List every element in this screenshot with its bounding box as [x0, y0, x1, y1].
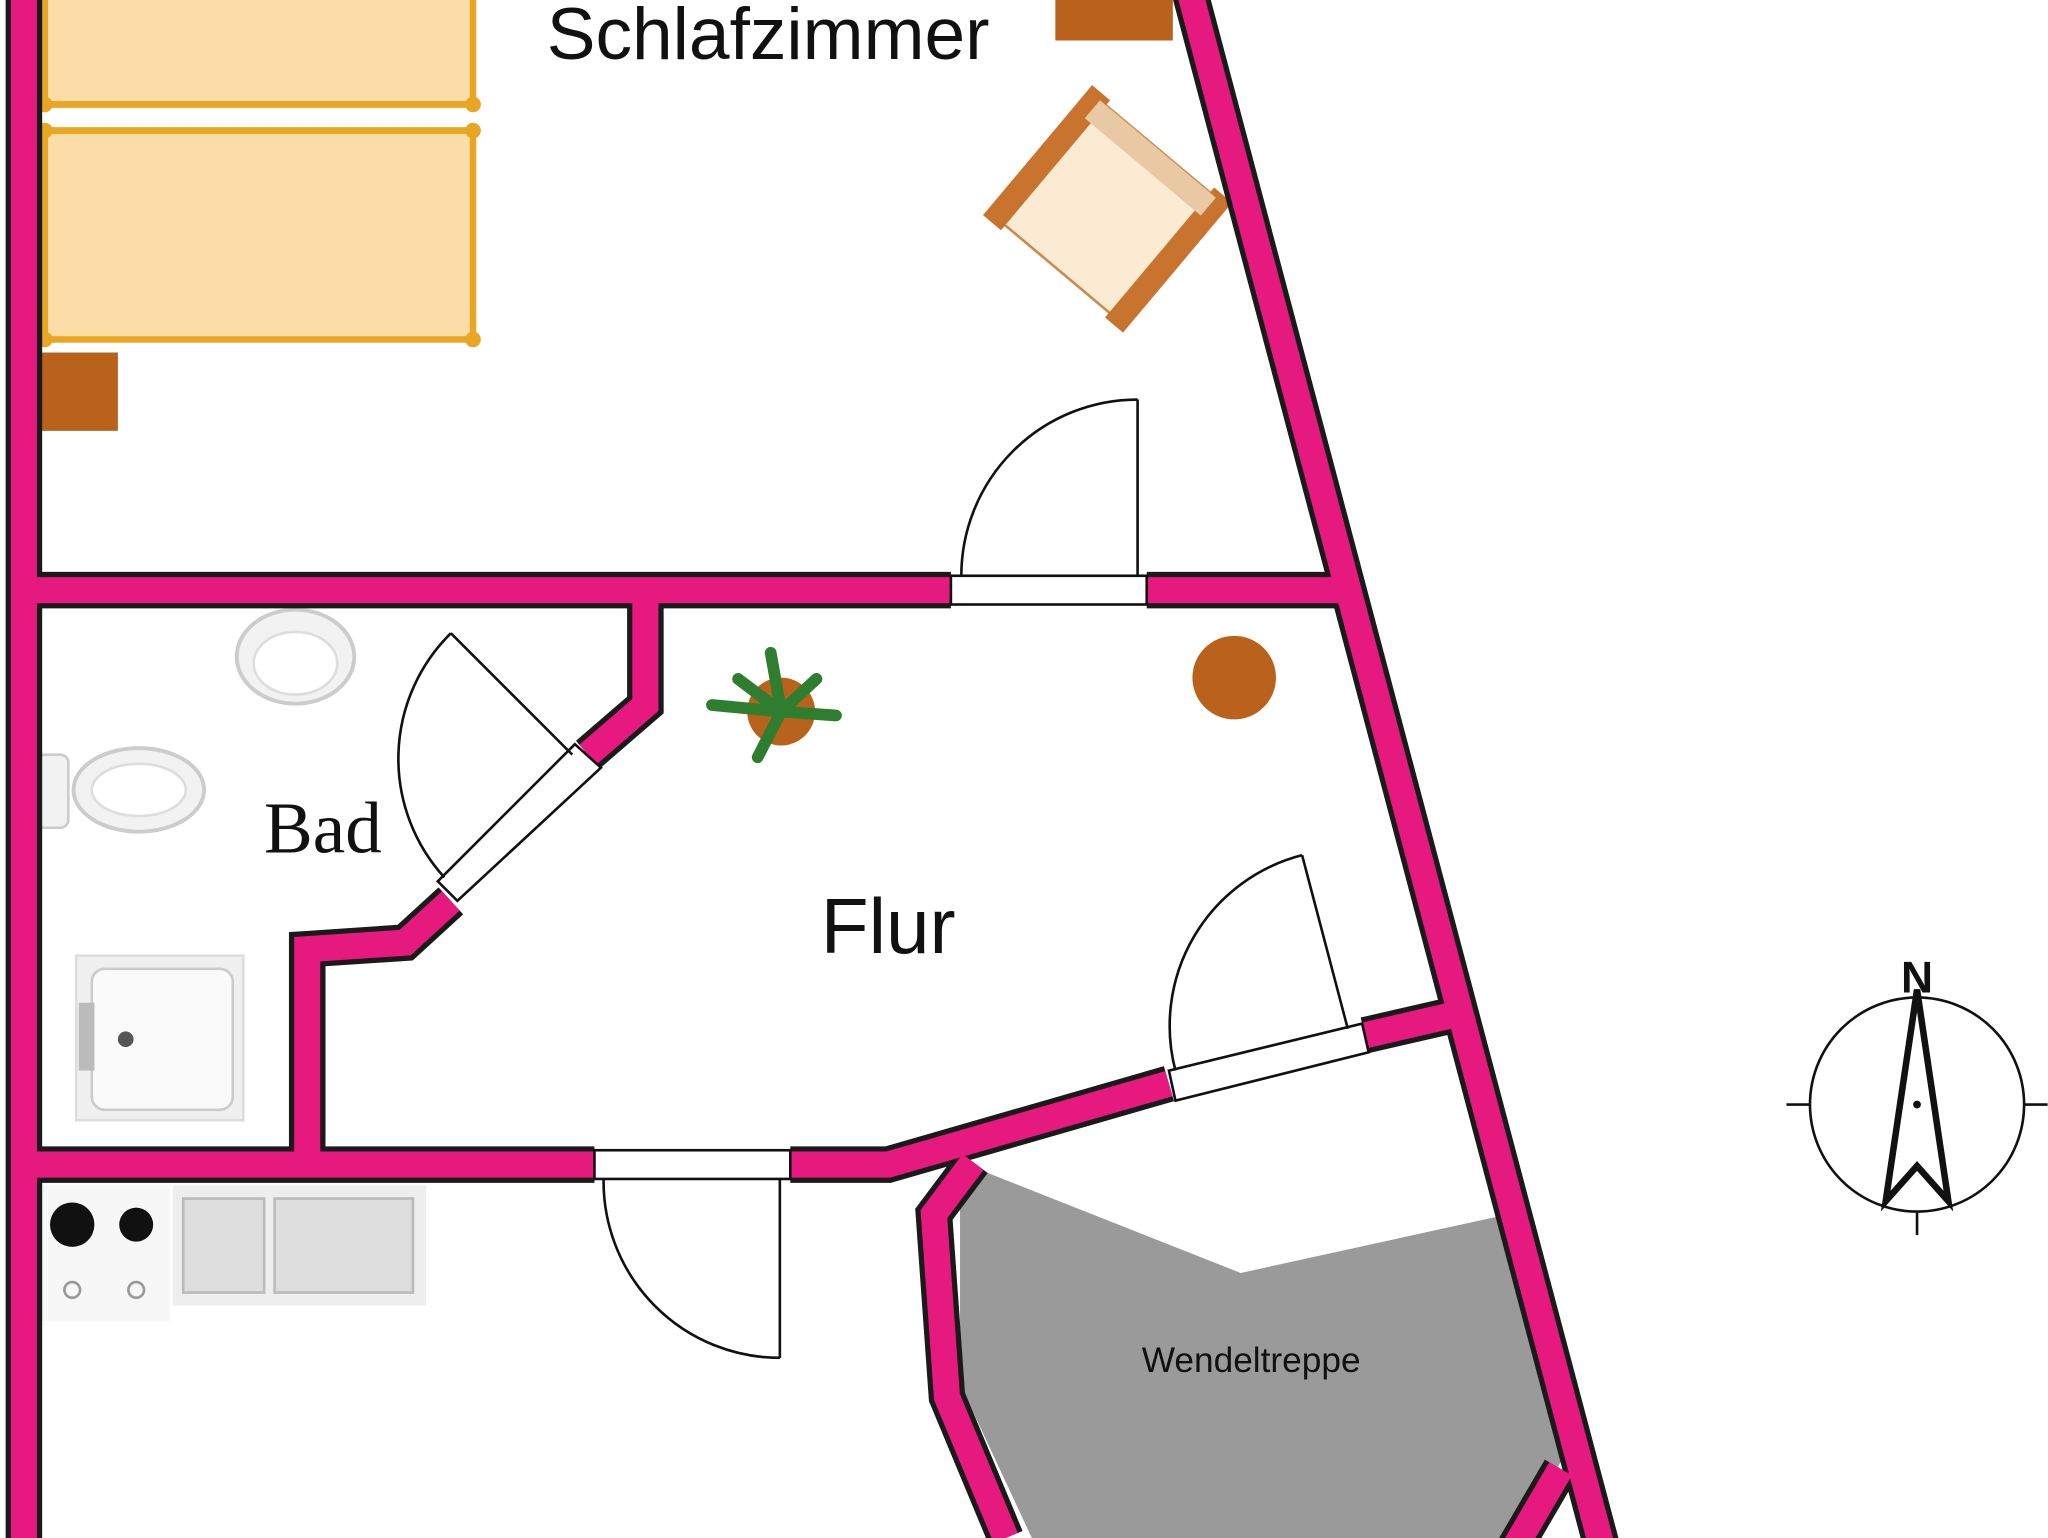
nightstand: [1055, 0, 1173, 41]
room-label-bath: Bad: [264, 788, 382, 869]
room-label-stairs: Wendeltreppe: [1142, 1341, 1361, 1380]
sink: [234, 607, 357, 706]
side-table: [1192, 635, 1276, 720]
shower: [74, 954, 245, 1122]
north-arrow-compass: N: [1786, 953, 2048, 1236]
room-label-hall: Flur: [821, 882, 956, 970]
door-stairs[interactable]: [1167, 853, 1371, 1103]
bed: [36, 0, 481, 348]
room-label-bedroom: Schlafzimmer: [547, 0, 990, 75]
walls: [5, 0, 1619, 1538]
nightstand: [36, 352, 118, 431]
armchair: [982, 85, 1233, 333]
kitchen-sink: [172, 1185, 427, 1306]
toilet: [35, 746, 207, 834]
potted-plant: [706, 646, 842, 764]
door-bath[interactable]: [397, 632, 603, 903]
compass-north-label: N: [1901, 953, 1933, 1002]
stove: [34, 1185, 171, 1322]
spiral-staircase: Wendeltreppe: [960, 1161, 1568, 1538]
door-bedroom[interactable]: [949, 398, 1149, 606]
door-kitchen[interactable]: [593, 1148, 792, 1360]
